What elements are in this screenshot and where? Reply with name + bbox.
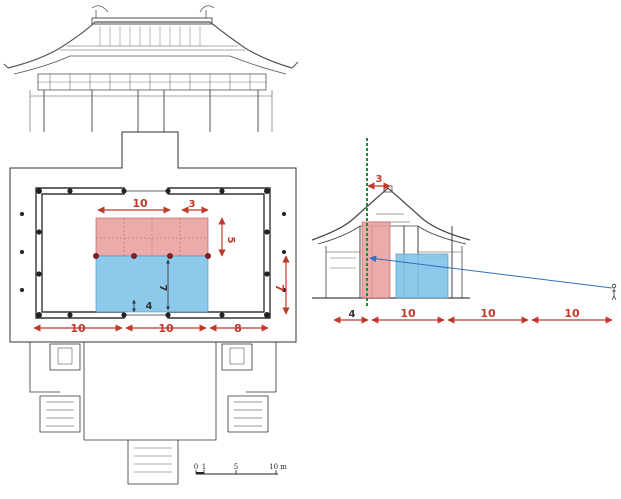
plan-dim-bottom-3: 8 (234, 322, 242, 335)
plan-dimension-lines (33, 206, 290, 332)
plan-red-zone (95, 217, 209, 257)
front-elevation-drawing (3, 5, 299, 132)
section-blue-zone (395, 253, 449, 299)
scale-tick-5: 5 (234, 463, 238, 471)
scale-tick-0: 0 (194, 463, 198, 471)
section-dim-bottom-4: 10 (564, 307, 580, 320)
section-dimension-lines (333, 182, 613, 324)
section-dim-top-offset: 3 (376, 174, 383, 185)
plan-dim-inner-depth: 7 (157, 285, 168, 292)
section-dim-bottom-1: 4 (349, 309, 356, 320)
section-dim-bottom-2: 10 (400, 307, 416, 320)
plan-dim-right-depth: 7 (273, 284, 286, 292)
plan-blue-zone (95, 255, 209, 313)
plan-dim-right-red: 5 (225, 237, 236, 244)
section-dimension-labels: 3 4 10 10 10 (349, 174, 580, 320)
scale-tick-1: 1 (202, 463, 206, 471)
plan-dim-inner-small: 4 (146, 301, 153, 312)
plan-dim-top-width: 10 (132, 197, 148, 210)
viewer-figure (611, 283, 617, 301)
scale-bar: 0 1 5 10 m (194, 463, 287, 475)
scale-tick-10: 10 m (269, 463, 287, 471)
plan-dim-top-offset: 3 (189, 199, 196, 210)
plan-dim-bottom-2: 10 (158, 322, 174, 335)
plan-inner-dimension-lines (132, 259, 170, 313)
plan-inner-columns (93, 253, 211, 259)
floor-plan-drawing (9, 131, 297, 485)
plan-dimension-labels: 10 3 5 7 7 4 10 10 8 (70, 197, 286, 335)
plan-interior-grid (96, 218, 208, 256)
plan-dim-bottom-1: 10 (70, 322, 86, 335)
section-dim-bottom-3: 10 (480, 307, 496, 320)
sightline-arrow (369, 255, 613, 289)
